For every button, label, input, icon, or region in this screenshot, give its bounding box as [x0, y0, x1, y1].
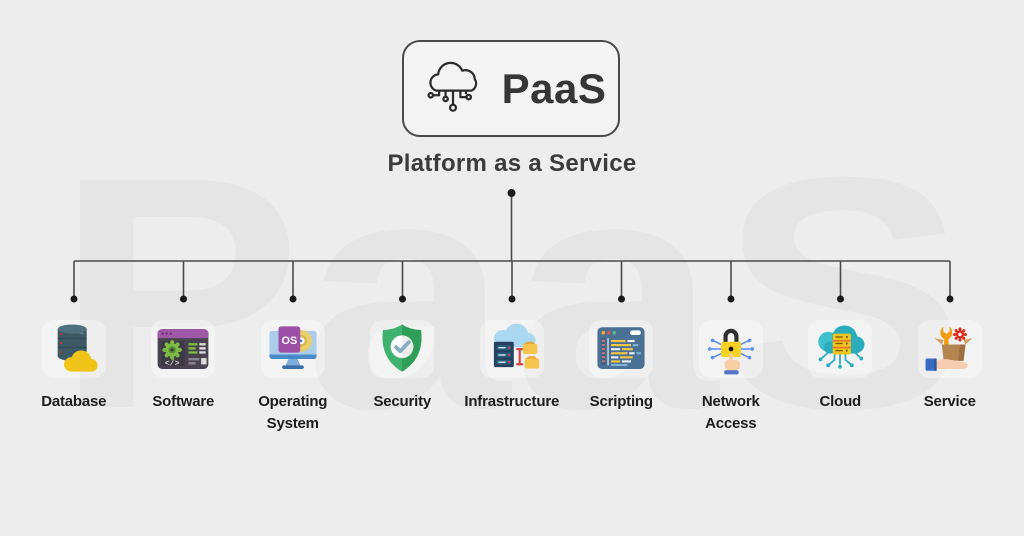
node-label: Infrastructure	[464, 393, 560, 410]
node-database: Database	[19, 320, 129, 435]
cloud-circuit-icon	[416, 53, 490, 124]
node-label: Cloud	[819, 393, 862, 410]
node-label: Network Access	[701, 393, 760, 432]
node-label: Operating System	[258, 393, 328, 432]
node-network-access: Network Access	[676, 320, 786, 435]
network-access-icon	[698, 320, 763, 378]
scripting-icon	[589, 320, 654, 378]
service-icon	[917, 320, 982, 378]
node-infrastructure: Infrastructure	[457, 320, 567, 435]
infrastructure-icon	[479, 320, 544, 378]
svg-text:</>: </>	[165, 358, 180, 368]
node-operating-system: OS Operating System	[238, 320, 348, 435]
cloud-server-icon	[808, 320, 873, 378]
nodes-row: Database	[19, 320, 1005, 435]
node-label: Service	[923, 393, 976, 410]
background-watermark: PaaS	[55, 108, 969, 477]
node-label: Security	[373, 393, 432, 410]
logo-text: PaaS	[501, 64, 607, 112]
node-label: Scripting	[589, 393, 653, 410]
node-service: Service	[895, 320, 1005, 435]
software-icon: </>	[151, 320, 216, 378]
svg-text:OS: OS	[281, 335, 297, 347]
operating-system-icon: OS	[260, 320, 325, 378]
node-software: </> Software	[129, 320, 239, 435]
node-label: Software	[152, 393, 215, 410]
database-icon	[41, 320, 106, 378]
node-cloud: Cloud	[786, 320, 896, 435]
diagram-title: Platform as a Service	[387, 150, 637, 177]
node-scripting: Scripting	[567, 320, 677, 435]
node-security: Security	[348, 320, 458, 435]
security-shield-icon	[370, 320, 435, 378]
node-label: Database	[41, 393, 107, 410]
paas-logo-box: PaaS	[402, 40, 620, 137]
